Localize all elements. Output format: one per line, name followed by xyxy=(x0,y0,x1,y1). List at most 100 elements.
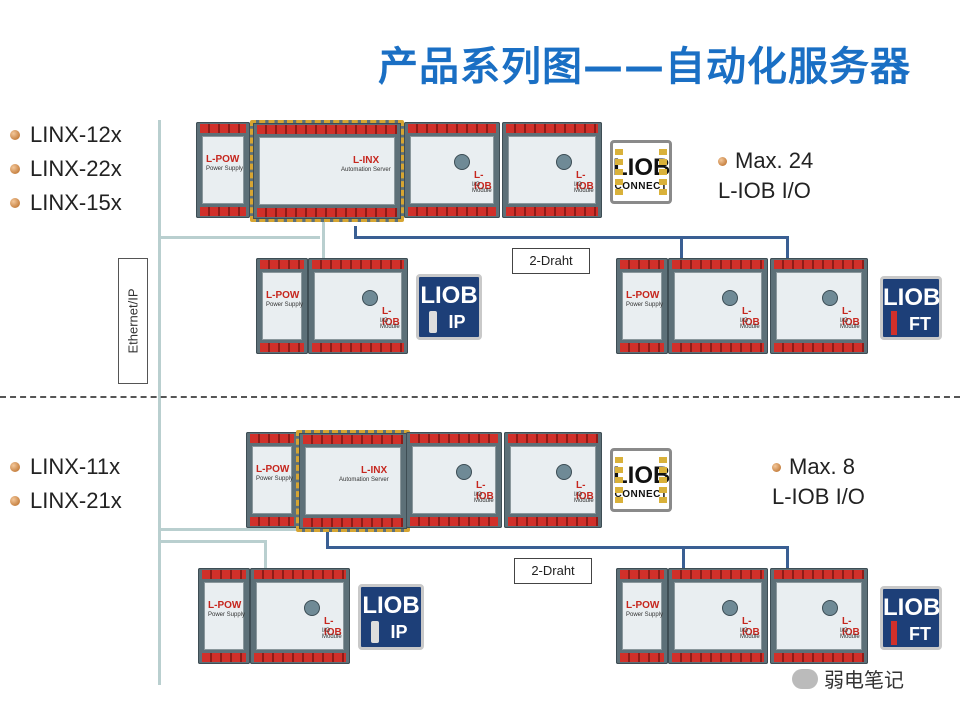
model-item: LINX-12x xyxy=(10,122,122,148)
bullet-icon xyxy=(10,164,20,174)
liob-ft-badge: LIOB FT xyxy=(880,586,942,650)
badge-title: LIOB xyxy=(613,154,671,181)
capacity-note: Max. 24 L-IOB I/O xyxy=(718,146,813,206)
bus-node-icon xyxy=(891,621,897,645)
module-sublabel: I/O Module xyxy=(740,318,760,330)
liob-connect-badge: LIOB CONNECT xyxy=(610,140,672,204)
module-label: L-IOB xyxy=(842,616,860,638)
module-label: L-IOB xyxy=(576,170,594,192)
module-sublabel: I/O Module xyxy=(380,318,400,330)
model-label: LINX-15x xyxy=(30,190,122,215)
bus-node-icon xyxy=(891,311,897,335)
wire-label: 2-Draht xyxy=(514,558,592,584)
badge-title: LIOB xyxy=(883,594,941,621)
io-module: L-IOB I/O Module xyxy=(250,568,350,664)
io-module: L-IOB I/O Module xyxy=(504,432,602,528)
model-item: LINX-11x xyxy=(10,454,120,480)
capacity-line: L-IOB I/O xyxy=(718,178,811,203)
module-sublabel: I/O Module xyxy=(574,492,594,504)
model-label: LINX-22x xyxy=(30,156,122,181)
module-sublabel: Power Supply xyxy=(626,612,664,618)
badge-title: LIOB xyxy=(613,462,671,489)
bullet-icon xyxy=(772,462,781,472)
two-wire-bus xyxy=(680,236,683,258)
capacity-line: L-IOB I/O xyxy=(772,484,865,509)
ethernet-branch xyxy=(322,218,325,262)
ethernet-plug-icon xyxy=(371,621,379,643)
io-module: L-IOB I/O Module xyxy=(668,568,768,664)
ethernet-label: Ethernet/IP xyxy=(125,288,141,354)
module-label: L-POW xyxy=(208,600,242,611)
module-sublabel: Power Supply xyxy=(266,302,304,308)
watermark: 弱电笔记 xyxy=(792,664,904,693)
ethernet-branch xyxy=(160,540,266,543)
io-module: L-IOB I/O Module xyxy=(404,122,500,218)
chat-bubble-icon xyxy=(792,668,818,689)
ethernet-branch xyxy=(264,540,267,568)
module-label: L-IOB xyxy=(742,616,760,638)
module-sublabel: Power Supply xyxy=(208,612,246,618)
model-label: LINX-12x xyxy=(30,122,122,147)
model-label: LINX-11x xyxy=(30,454,121,479)
bullet-icon xyxy=(10,198,20,208)
module-label: L-IOB xyxy=(576,480,594,502)
power-module: L-POW Power Supply xyxy=(616,258,668,354)
module-label: L-IOB xyxy=(474,170,492,192)
badge-title: LIOB xyxy=(883,284,941,311)
module-sublabel: I/O Module xyxy=(840,318,860,330)
two-wire-bus xyxy=(354,226,357,238)
module-label: L-POW xyxy=(206,154,240,165)
badge-title: LIOB xyxy=(362,592,420,619)
badge-subtitle: FT xyxy=(909,624,931,644)
io-module: L-IOB I/O Module xyxy=(770,568,868,664)
automation-server-module: L-INX Automation Server xyxy=(250,120,404,222)
module-label: L-IOB xyxy=(742,306,760,328)
liob-ft-badge: LIOB FT xyxy=(880,276,942,340)
module-label: L-IOB xyxy=(842,306,860,328)
bullet-icon xyxy=(718,156,727,166)
two-wire-bus xyxy=(786,236,789,258)
module-sublabel: Power Supply xyxy=(206,166,244,172)
model-item: LINX-15x xyxy=(10,190,122,216)
capacity-line: Max. 24 xyxy=(735,148,814,173)
badge-subtitle: IP xyxy=(448,312,466,332)
capacity-line: Max. 8 xyxy=(789,454,856,479)
badge-subtitle: CONNECT xyxy=(614,181,668,192)
module-label: L-IOB xyxy=(324,616,342,638)
badge-subtitle: FT xyxy=(909,314,931,334)
module-label: L-IOB xyxy=(476,480,494,502)
power-module: L-POW Power Supply xyxy=(616,568,668,664)
badge-subtitle: CONNECT xyxy=(614,489,668,500)
two-wire-bus xyxy=(682,546,685,568)
io-module: L-IOB I/O Module xyxy=(308,258,408,354)
module-label: L-INX xyxy=(361,465,388,476)
module-sublabel: I/O Module xyxy=(740,628,760,640)
module-sublabel: I/O Module xyxy=(472,182,492,194)
two-wire-bus xyxy=(354,236,788,239)
ethernet-branch xyxy=(160,236,320,239)
ethernet-backbone xyxy=(158,120,161,685)
module-sublabel: Power Supply xyxy=(626,302,664,308)
ethernet-plug-icon xyxy=(429,311,437,333)
module-label: L-POW xyxy=(626,600,660,611)
module-label: L-IOB xyxy=(382,306,400,328)
two-wire-bus xyxy=(326,546,788,549)
section-divider xyxy=(0,396,960,398)
bullet-icon xyxy=(10,496,20,506)
module-sublabel: Power Supply xyxy=(256,476,294,482)
ethernet-label-box: Ethernet/IP xyxy=(118,258,148,384)
module-sublabel: I/O Module xyxy=(840,628,860,640)
module-label: L-POW xyxy=(266,290,300,301)
liob-ip-badge: LIOB IP xyxy=(416,274,482,340)
module-sublabel: I/O Module xyxy=(322,628,342,640)
liob-connect-badge: LIOB CONNECT xyxy=(610,448,672,512)
automation-server-module: L-INX Automation Server xyxy=(296,430,410,532)
module-label: L-POW xyxy=(626,290,660,301)
io-module: L-IOB I/O Module xyxy=(770,258,868,354)
power-module: L-POW Power Supply xyxy=(198,568,250,664)
module-sublabel: Automation Server xyxy=(341,167,391,173)
io-module: L-IOB I/O Module xyxy=(502,122,602,218)
wire-label: 2-Draht xyxy=(512,248,590,274)
power-module: L-POW Power Supply xyxy=(256,258,308,354)
module-sublabel: I/O Module xyxy=(574,182,594,194)
